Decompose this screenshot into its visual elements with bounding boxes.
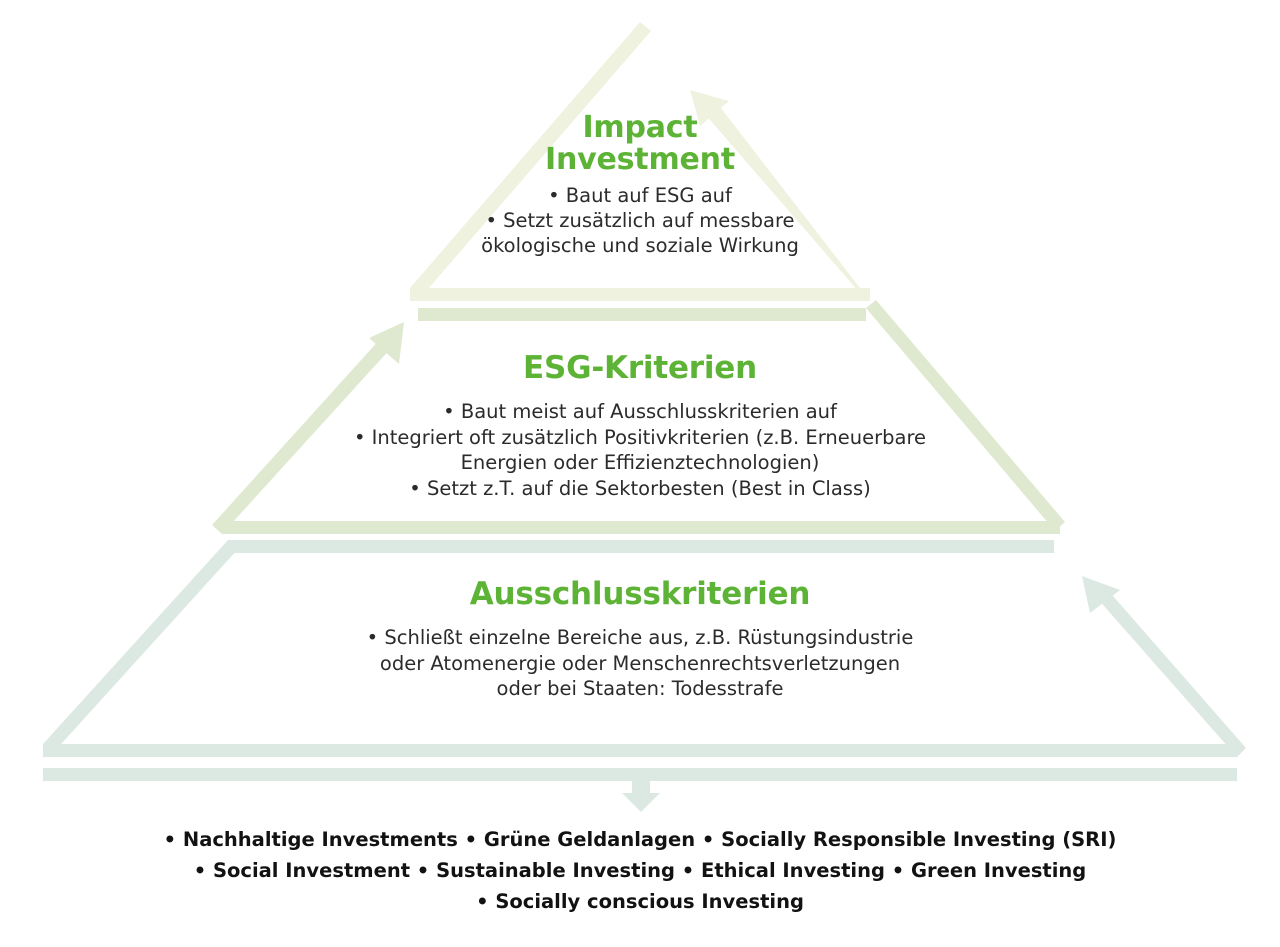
down-arrow-shaft	[632, 781, 650, 796]
tier-1-left-edge	[410, 22, 651, 297]
tier-esg-body-line-3: Energien oder Effizienztechnologien)	[460, 451, 820, 475]
tier-2-right-edge	[866, 300, 1065, 531]
tier-2-arrowhead-icon	[369, 322, 404, 364]
footer-line-1: • Nachhaltige Investments • Grüne Geldan…	[163, 828, 1117, 851]
tier-impact-heading-line-1: Impact	[582, 110, 698, 145]
tier-3-arrowhead-icon	[1082, 576, 1120, 613]
tier-ausschlusskriterien[interactable]: Ausschlusskriterien • Schließt einzelne …	[240, 576, 1040, 702]
tier-1-arrowhead-icon	[690, 90, 729, 126]
tier-esg-kriterien[interactable]: ESG-Kriterien • Baut meist auf Ausschlus…	[290, 350, 990, 501]
tier-1-bottom-edge	[410, 288, 870, 301]
tier-esg-body-line-1: • Baut meist auf Ausschlusskriterien auf	[443, 400, 837, 424]
tier-esg-body-line-2: • Integriert oft zusätzlich Positivkrite…	[353, 425, 927, 449]
tier-1-shape-impact	[410, 22, 870, 301]
footer-keyword-list: • Nachhaltige Investments • Grüne Geldan…	[90, 825, 1190, 917]
tier-2-top-edge	[418, 308, 866, 321]
tier-impact-heading-line-2: Investment	[545, 142, 735, 178]
tier-impact-body-line-2: • Setzt zusätzlich auf messbare	[485, 209, 795, 233]
tier-3-bottom-edge	[43, 744, 1237, 757]
tier-1-right-edge-arrow-shaft	[704, 103, 870, 301]
tier-2-left-edge-arrow-shaft	[212, 338, 392, 534]
tier-2-bottom-edge	[222, 521, 1060, 534]
tier-ausschluss-body: • Schließt einzelne Bereiche aus, z.B. R…	[240, 625, 1040, 701]
tier-3-left-edge	[43, 540, 238, 753]
tier-ausschluss-heading: Ausschlusskriterien	[469, 576, 811, 612]
tier-3-top-edge	[228, 540, 1054, 553]
tier-impact-body: • Baut auf ESG auf • Setzt zusätzlich au…	[390, 183, 890, 259]
tier-esg-body: • Baut meist auf Ausschlusskriterien auf…	[290, 399, 990, 500]
footer-separator-group	[43, 768, 1237, 812]
tier-ausschluss-body-line-3: oder bei Staaten: Todesstrafe	[496, 677, 784, 701]
down-arrow-icon	[622, 793, 660, 812]
footer-line-2: • Social Investment • Sustainable Invest…	[193, 858, 1087, 882]
tier-3-right-edge-arrow-shaft	[1096, 588, 1246, 757]
footer-separator-bar	[43, 768, 1237, 781]
tier-esg-body-line-4: • Setzt z.T. auf die Sektorbesten (Best …	[409, 476, 871, 500]
tier-ausschluss-body-line-2: oder Atomenergie oder Menschenrechtsverl…	[379, 651, 901, 675]
tier-impact-body-line-1: • Baut auf ESG auf	[548, 183, 732, 207]
tier-esg-heading: ESG-Kriterien	[522, 350, 757, 386]
footer-line-3: • Socially conscious Investing	[476, 889, 804, 913]
tier-3-shape-ausschluss	[43, 540, 1246, 757]
tier-impact-body-line-3: ökologische und soziale Wirkung	[481, 234, 799, 258]
tier-ausschluss-body-line-1: • Schließt einzelne Bereiche aus, z.B. R…	[366, 626, 914, 650]
tier-2-shape-esg	[212, 300, 1065, 534]
